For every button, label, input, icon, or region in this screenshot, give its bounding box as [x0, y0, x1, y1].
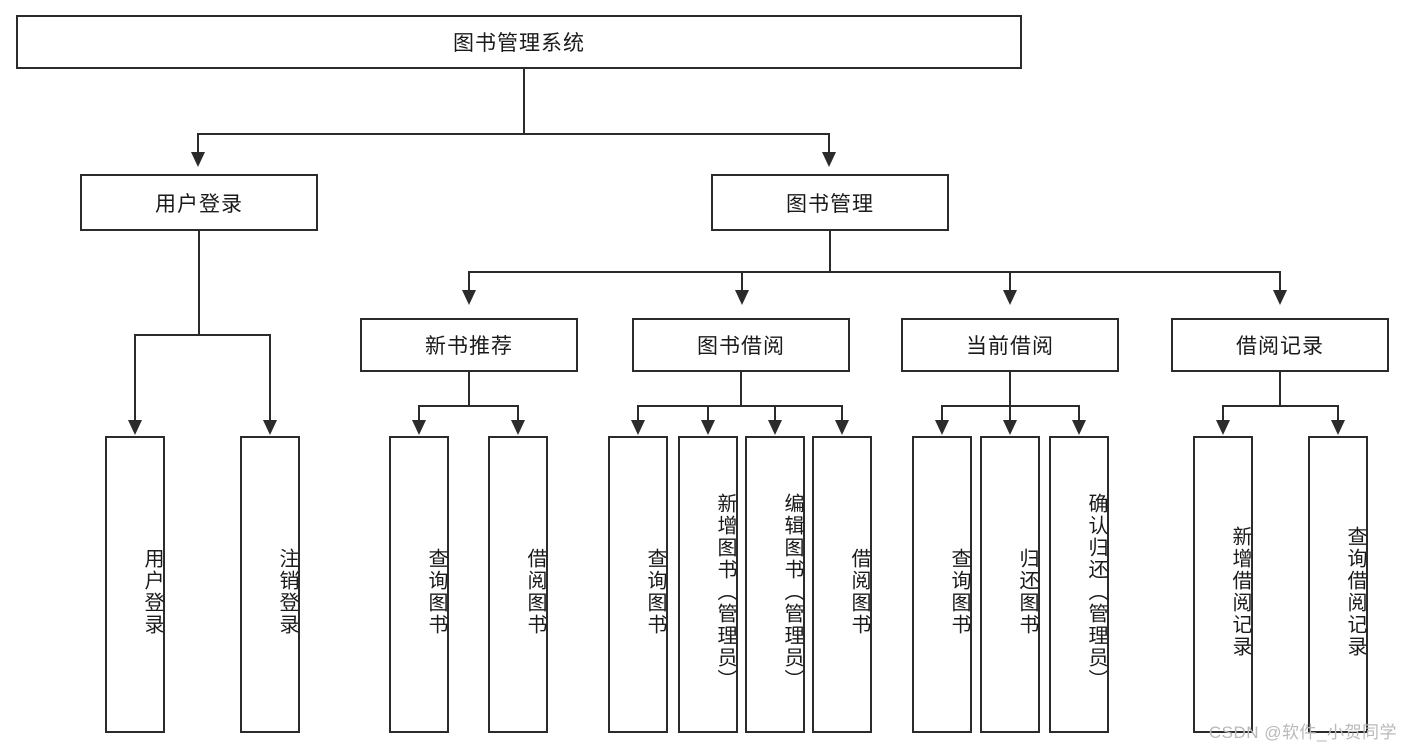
- node-borrow-record[interactable]: 借阅记录: [1171, 318, 1389, 372]
- node-label: 用户登录: [141, 547, 163, 636]
- node-label: 新增图书（管理员）: [714, 492, 736, 691]
- edge-bb-stem: [740, 372, 742, 406]
- arrow-root-to-user-login: [191, 152, 205, 167]
- edge-root-stem: [523, 69, 525, 134]
- leaf-book-borrow-3[interactable]: 借阅图书: [812, 436, 872, 733]
- edge-br-stem: [1279, 372, 1281, 406]
- edge-user-login-stem: [198, 231, 200, 335]
- node-label: 图书管理系统: [453, 32, 585, 55]
- leaf-book-borrow-0[interactable]: 查询图书: [608, 436, 668, 733]
- edge-bb-distributor: [637, 405, 842, 407]
- leaf-user-login-1[interactable]: 注销登录: [240, 436, 300, 733]
- arrow-user-login-to-leaf-1: [263, 420, 277, 435]
- arrow-bm-to-l3-3: [1273, 290, 1287, 305]
- edge-root-to-user-login: [197, 133, 199, 153]
- arrow-br-to-leaf-1: [1331, 420, 1345, 435]
- edge-book-management-distributor: [468, 271, 1280, 273]
- edge-nbr-distributor: [418, 405, 518, 407]
- arrow-bm-to-l3-1: [735, 290, 749, 305]
- edge-cb-to-leaf-1: [1009, 405, 1011, 421]
- edge-br-to-leaf-0: [1222, 405, 1224, 421]
- node-book-management[interactable]: 图书管理: [711, 174, 949, 231]
- leaf-book-borrow-1[interactable]: 新增图书（管理员）: [678, 436, 738, 733]
- edge-user-login-distributor: [134, 334, 270, 336]
- arrow-bb-to-leaf-2: [768, 420, 782, 435]
- node-current-borrow[interactable]: 当前借阅: [901, 318, 1119, 372]
- arrow-cb-to-leaf-2: [1072, 420, 1086, 435]
- arrow-bm-to-l3-2: [1003, 290, 1017, 305]
- leaf-new-book-recommend-0[interactable]: 查询图书: [389, 436, 449, 733]
- node-user-login[interactable]: 用户登录: [80, 174, 318, 231]
- leaf-new-book-recommend-1[interactable]: 借阅图书: [488, 436, 548, 733]
- node-label: 借阅记录: [1236, 335, 1324, 358]
- edge-nbr-stem: [468, 372, 470, 406]
- edge-bm-to-l3-2: [1009, 271, 1011, 291]
- edge-user-login-to-leaf-0: [134, 334, 136, 421]
- node-book-borrow[interactable]: 图书借阅: [632, 318, 850, 372]
- arrow-cb-to-leaf-1: [1003, 420, 1017, 435]
- arrow-bb-to-leaf-3: [835, 420, 849, 435]
- edge-root-distributor: [197, 133, 829, 135]
- arrow-root-to-book-management: [822, 152, 836, 167]
- arrow-nbr-to-leaf-0: [412, 420, 426, 435]
- leaf-book-borrow-2[interactable]: 编辑图书（管理员）: [745, 436, 805, 733]
- arrow-br-to-leaf-0: [1216, 420, 1230, 435]
- node-label: 当前借阅: [966, 335, 1054, 358]
- node-label: 图书借阅: [697, 335, 785, 358]
- edge-bb-to-leaf-1: [707, 405, 709, 421]
- leaf-borrow-record-0[interactable]: 新增借阅记录: [1193, 436, 1253, 733]
- edge-bb-to-leaf-2: [774, 405, 776, 421]
- edge-br-to-leaf-1: [1337, 405, 1339, 421]
- arrow-nbr-to-leaf-1: [511, 420, 525, 435]
- edge-bm-to-l3-3: [1279, 271, 1281, 291]
- leaf-borrow-record-1[interactable]: 查询借阅记录: [1308, 436, 1368, 733]
- leaf-current-borrow-2[interactable]: 确认归还（管理员）: [1049, 436, 1109, 733]
- node-label: 查询借阅记录: [1344, 525, 1366, 658]
- edge-br-distributor: [1222, 405, 1338, 407]
- arrow-bm-to-l3-0: [462, 290, 476, 305]
- leaf-current-borrow-1[interactable]: 归还图书: [980, 436, 1040, 733]
- edge-bm-to-l3-1: [741, 271, 743, 291]
- node-label: 编辑图书（管理员）: [781, 492, 803, 691]
- edge-cb-stem: [1009, 372, 1011, 406]
- node-label: 新增借阅记录: [1229, 525, 1251, 658]
- edge-bm-to-l3-0: [468, 271, 470, 291]
- arrow-cb-to-leaf-0: [935, 420, 949, 435]
- node-label: 查询图书: [644, 547, 666, 636]
- node-label: 借阅图书: [848, 547, 870, 636]
- node-label: 用户登录: [155, 192, 243, 216]
- edge-bb-to-leaf-0: [637, 405, 639, 421]
- leaf-current-borrow-0[interactable]: 查询图书: [912, 436, 972, 733]
- edge-root-to-book-management: [828, 133, 830, 153]
- node-label: 图书管理: [786, 192, 874, 216]
- node-label: 查询图书: [948, 547, 970, 636]
- edge-bb-to-leaf-3: [841, 405, 843, 421]
- node-label: 查询图书: [425, 547, 447, 636]
- node-label: 借阅图书: [524, 547, 546, 636]
- node-label: 归还图书: [1016, 547, 1038, 636]
- arrow-bb-to-leaf-0: [631, 420, 645, 435]
- node-label: 新书推荐: [425, 335, 513, 358]
- edge-user-login-to-leaf-1: [269, 334, 271, 421]
- edge-book-management-stem: [829, 231, 831, 272]
- node-label: 注销登录: [276, 547, 298, 636]
- arrow-bb-to-leaf-1: [701, 420, 715, 435]
- node-new-book-recommend[interactable]: 新书推荐: [360, 318, 578, 372]
- edge-nbr-to-leaf-1: [517, 405, 519, 421]
- node-root-book-management-system[interactable]: 图书管理系统: [16, 15, 1022, 69]
- edge-cb-to-leaf-0: [941, 405, 943, 421]
- edge-nbr-to-leaf-0: [418, 405, 420, 421]
- node-label: 确认归还（管理员）: [1085, 492, 1107, 691]
- arrow-user-login-to-leaf-0: [128, 420, 142, 435]
- leaf-user-login-0[interactable]: 用户登录: [105, 436, 165, 733]
- edge-cb-to-leaf-2: [1078, 405, 1080, 421]
